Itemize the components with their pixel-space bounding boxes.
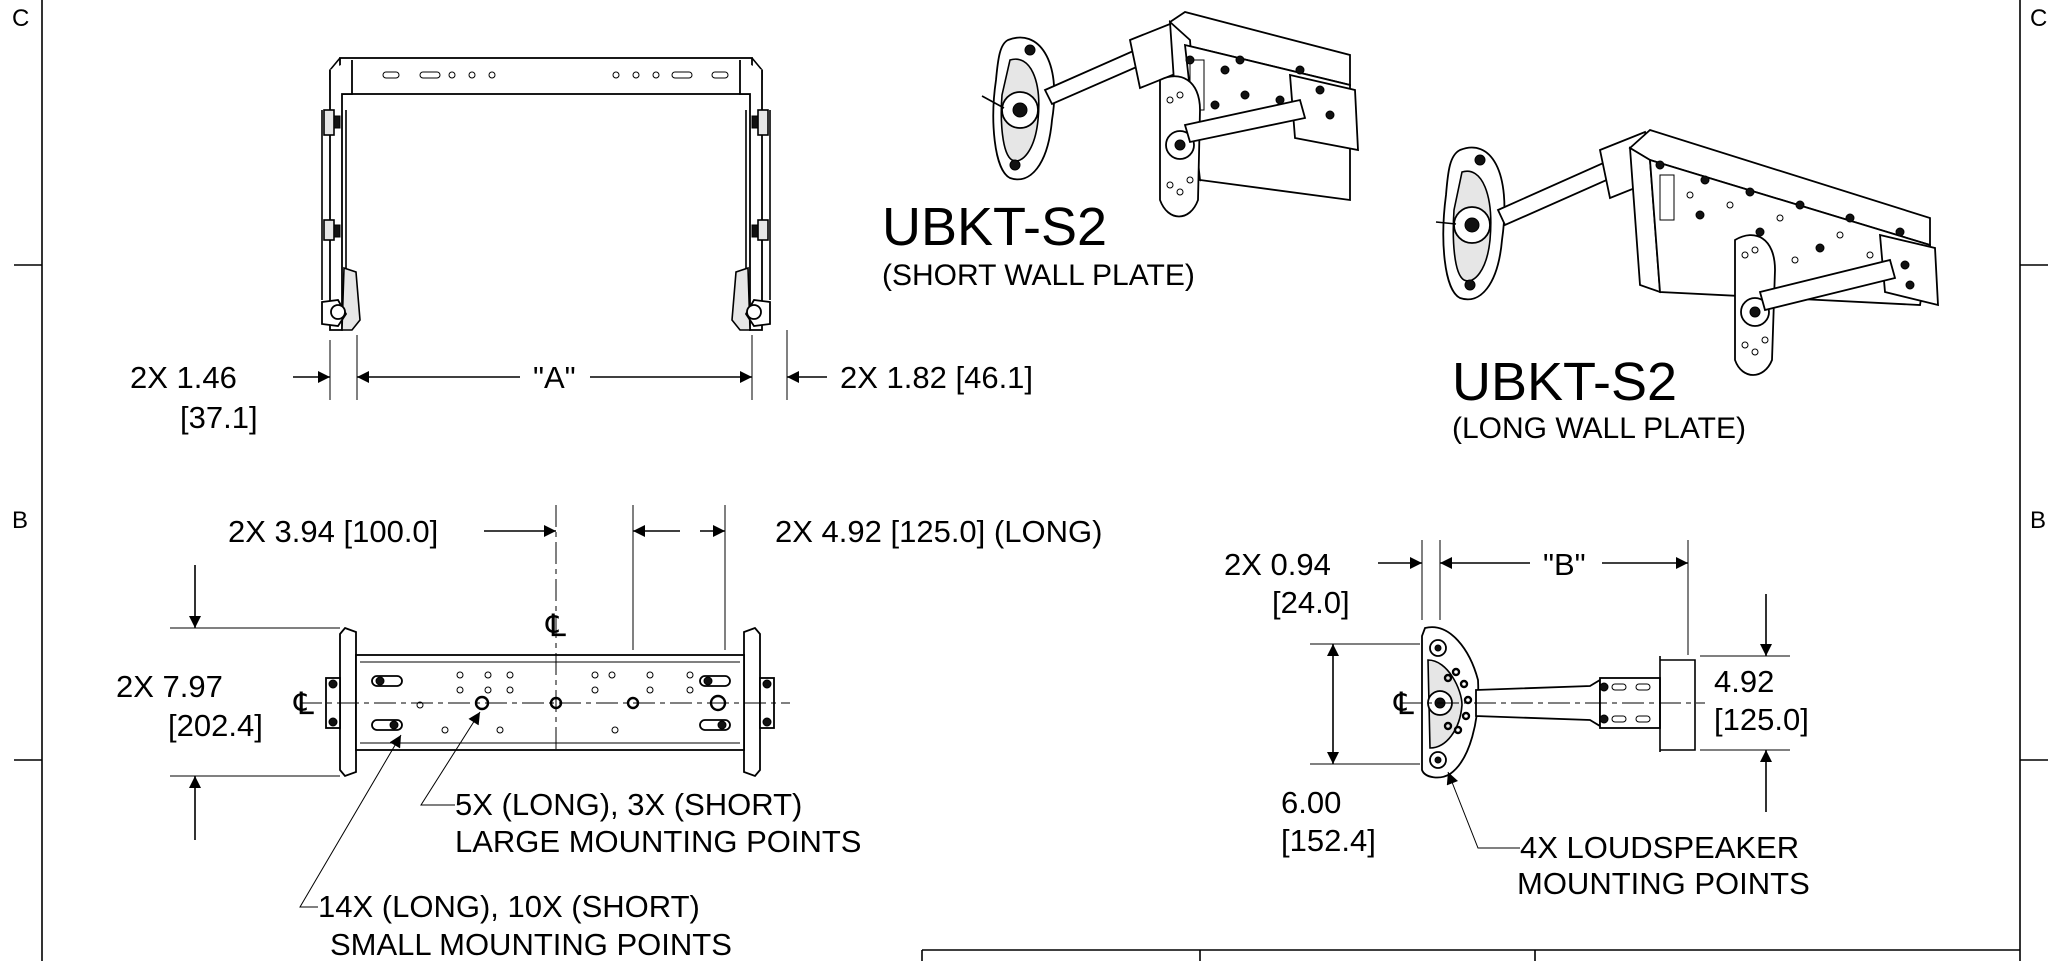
centerline-symbol: ℄ — [1393, 686, 1414, 721]
callout-loudspeaker-points-label: MOUNTING POINTS — [1517, 866, 1810, 901]
title-block — [921, 949, 2020, 961]
side-dim-offset-metric: [24.0] — [1272, 585, 1350, 620]
callout-loudspeaker-points: 4X LOUDSPEAKER — [1520, 830, 1799, 865]
row-label-b-left: B — [12, 507, 28, 534]
front-dim-left-label: 2X 1.46 — [130, 360, 237, 395]
iso-short-variant: (SHORT WALL PLATE) — [882, 259, 1195, 292]
centerline-symbol: ℄ — [545, 608, 566, 643]
side-dim-width-metric: [125.0] — [1714, 702, 1809, 737]
front-dim-left-metric: [37.1] — [180, 400, 258, 435]
wall-plate-view-drawing: ℄ ℄ — [170, 505, 790, 908]
iso-long-variant: (LONG WALL PLATE) — [1452, 412, 1746, 445]
row-label-b-right: B — [2030, 507, 2046, 534]
side-dim-width: 4.92 — [1714, 664, 1774, 699]
callout-large-points: 5X (LONG), 3X (SHORT) — [455, 787, 802, 822]
iso-short-model-title: UBKT-S2 — [882, 197, 1107, 257]
sheet-border: C C B B — [12, 0, 2048, 961]
side-dim-offset: 2X 0.94 — [1224, 547, 1331, 582]
plate-dim-short-spacing: 2X 3.94 [100.0] — [228, 514, 438, 549]
isometric-long-plate-drawing — [1435, 128, 1939, 376]
side-view-drawing: ℄ — [1310, 540, 1790, 849]
plate-dim-height-metric: [202.4] — [168, 708, 263, 743]
plate-dim-height: 2X 7.97 — [116, 669, 223, 704]
front-dim-right-label: 2X 1.82 [46.1] — [840, 360, 1033, 395]
side-dim-height: 6.00 — [1281, 785, 1341, 820]
isometric-short-plate-drawing — [981, 11, 1359, 218]
callout-small-points-label: SMALL MOUNTING POINTS — [330, 927, 732, 961]
plate-dim-long-spacing: 2X 4.92 [125.0] (LONG) — [775, 514, 1102, 549]
front-dim-a-label: "A" — [533, 360, 576, 395]
callout-small-points: 14X (LONG), 10X (SHORT) — [318, 889, 700, 924]
iso-long-model-title: UBKT-S2 — [1452, 352, 1677, 412]
row-label-c-right: C — [2030, 5, 2047, 32]
side-dim-height-metric: [152.4] — [1281, 823, 1376, 858]
centerline-symbol: ℄ — [293, 686, 314, 721]
callout-large-points-label: LARGE MOUNTING POINTS — [455, 824, 861, 859]
front-view-drawing — [293, 57, 827, 400]
row-label-c-left: C — [12, 5, 29, 32]
side-dim-b-label: "B" — [1543, 547, 1586, 582]
